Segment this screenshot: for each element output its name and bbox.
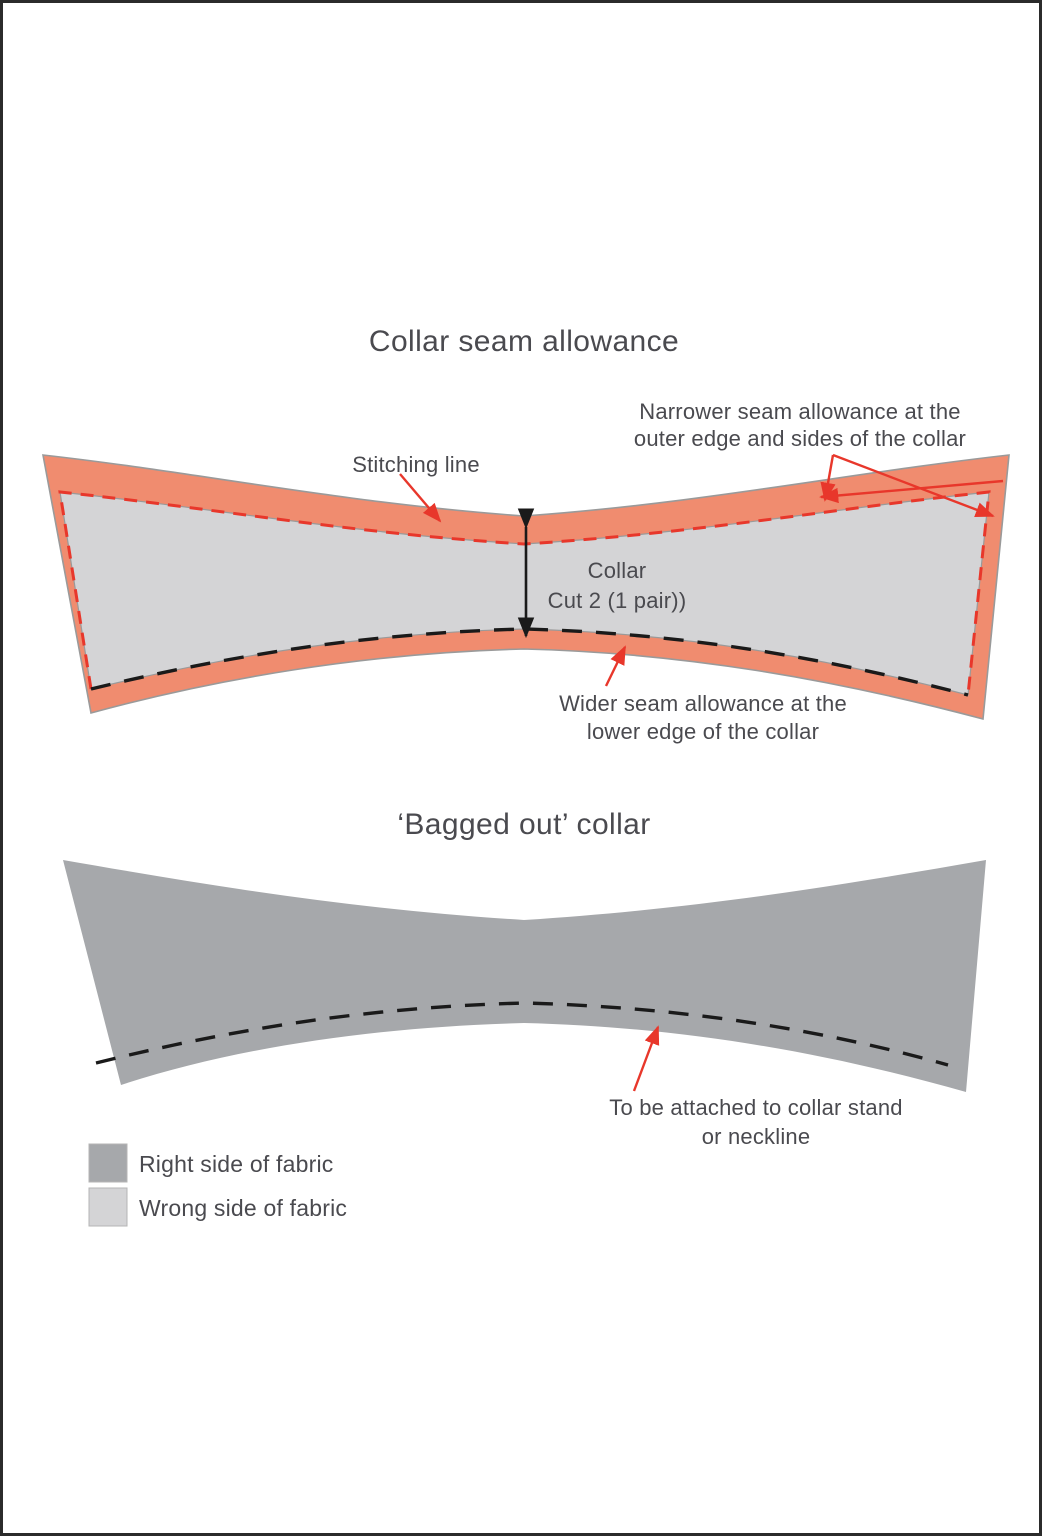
wider-allowance-label-line1: Wider seam allowance at the <box>559 691 847 716</box>
wider-allowance-pointer-arrow <box>604 645 627 687</box>
attach-label-line2: or neckline <box>702 1124 811 1149</box>
narrower-allowance-pointer-arrow-right <box>832 453 995 518</box>
bagged-out-collar-shape <box>63 860 986 1092</box>
bottom-collar-group: ‘Bagged out’ collar To be attached to co… <box>63 808 986 1149</box>
attach-dashed-line <box>95 1001 949 1067</box>
collar-piece-label-line2: Cut 2 (1 pair)) <box>548 588 687 613</box>
wider-allowance-label-line2: lower edge of the collar <box>587 719 819 744</box>
attach-pointer-arrow <box>632 1025 660 1092</box>
narrower-allowance-pointer-arrow-cross <box>819 479 1004 504</box>
narrower-allowance-label-line2: outer edge and sides of the collar <box>634 426 966 451</box>
stitching-line-pointer-arrow <box>399 473 442 523</box>
collar-diagram: Collar seam allowance Stitching line Nar… <box>42 325 1010 1227</box>
top-collar-group: Collar seam allowance Stitching line Nar… <box>42 325 1010 744</box>
legend-swatch-right-side <box>88 1143 128 1183</box>
stitching-line-label: Stitching line <box>352 452 480 477</box>
lower-edge-dashed-line <box>90 627 969 697</box>
top-section-title: Collar seam allowance <box>369 325 679 358</box>
collar-piece-label-line1: Collar <box>588 558 647 583</box>
legend-label-right-side: Right side of fabric <box>139 1151 333 1177</box>
legend-label-wrong-side: Wrong side of fabric <box>139 1195 347 1221</box>
legend: Right side of fabric Wrong side of fabri… <box>88 1143 347 1227</box>
legend-swatch-wrong-side <box>88 1187 128 1227</box>
bottom-section-title: ‘Bagged out’ collar <box>397 808 650 841</box>
attach-label-line1: To be attached to collar stand <box>609 1095 902 1120</box>
narrower-allowance-label-line1: Narrower seam allowance at the <box>639 399 960 424</box>
